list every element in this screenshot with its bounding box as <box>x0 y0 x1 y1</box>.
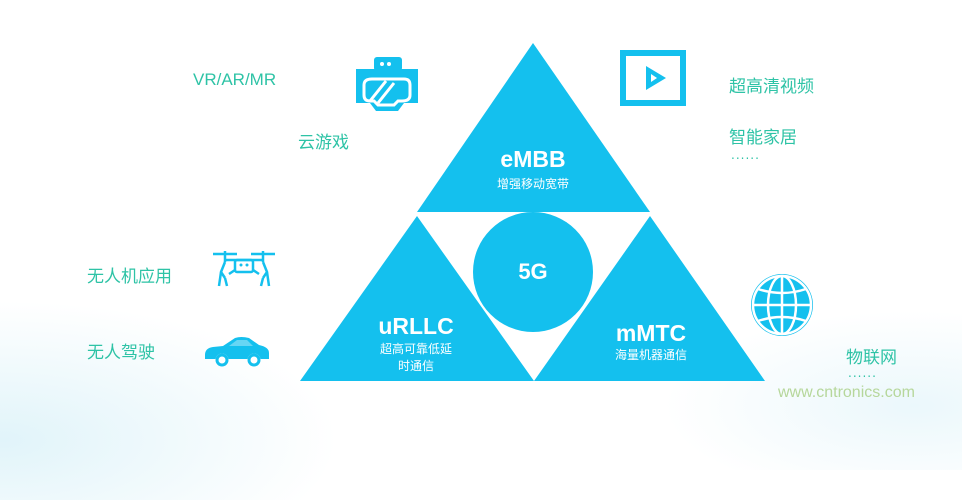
urllc-triangle <box>300 216 534 381</box>
watermark: www.cntronics.com <box>778 384 915 401</box>
5g-triangle-diagram <box>300 43 765 381</box>
globe-icon <box>751 274 813 336</box>
urllc-subtitle-line1: 超高可靠低延 <box>379 342 452 356</box>
embb-triangle <box>417 43 650 212</box>
center-5g-label: 5G <box>518 259 548 284</box>
app-label-iot: 物联网 <box>846 348 897 368</box>
urllc-title: uRLLC <box>378 313 454 339</box>
mmtc-subtitle: 海量机器通信 <box>614 348 687 362</box>
app-label-drone: 无人机应用 <box>87 267 172 287</box>
embb-subtitle: 增强移动宽带 <box>496 177 569 191</box>
mmtc-more-ellipsis: ...... <box>848 366 877 380</box>
car-icon <box>205 337 269 367</box>
app-label-vr-ar-mr: VR/AR/MR <box>193 70 277 89</box>
embb-more-ellipsis: ...... <box>731 148 760 162</box>
vr-headset-icon <box>356 57 418 111</box>
app-label-cloud-gaming: 云游戏 <box>298 133 349 153</box>
app-label-uhd-video: 超高清视频 <box>729 77 814 97</box>
app-label-autonomous-driving: 无人驾驶 <box>87 343 155 363</box>
drone-icon <box>213 251 275 287</box>
app-label-smart-home: 智能家居 <box>729 128 797 148</box>
mmtc-triangle <box>534 216 765 381</box>
urllc-subtitle-line2: 时通信 <box>397 359 434 373</box>
video-play-icon <box>620 50 686 106</box>
5g-circle <box>473 212 593 332</box>
mmtc-title: mMTC <box>615 320 687 346</box>
embb-title: eMBB <box>500 146 566 172</box>
